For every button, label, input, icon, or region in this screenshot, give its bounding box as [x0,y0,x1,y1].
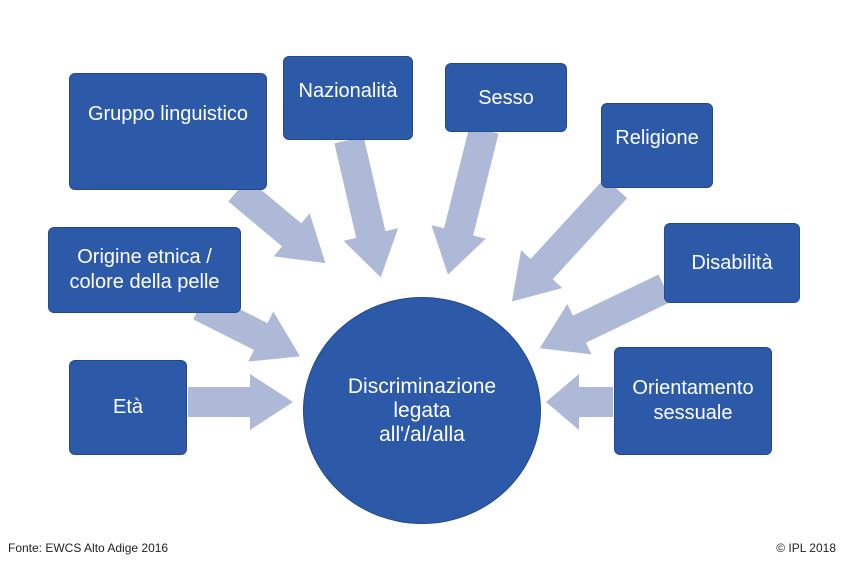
center-line3: all'/al/alla [379,422,465,446]
origine-label-line2: colore della pelle [69,271,220,293]
orientamento-label-line2: sessuale [653,402,733,424]
copyright-note: © IPL 2018 [776,541,836,555]
source-note: Fonte: EWCS Alto Adige 2016 [8,541,169,555]
eta-label: Età [112,396,144,418]
category-eta: Età [69,360,187,455]
center-line1: Discriminazione [347,374,497,398]
category-disabilita: Disabilità [664,223,800,303]
arrow-sesso [431,126,499,275]
category-nazionalita: Nazionalità [283,56,413,140]
arrow-disabilita [539,274,672,355]
category-origine-etnica: Origine etnica / colore della pelle [48,227,241,313]
central-discrimination-circle: Discriminazione legata all'/al/alla [303,297,541,524]
religione-label: Religione [615,127,699,149]
orientamento-label-line1: Orientamento [632,377,754,399]
category-sesso: Sesso [445,63,567,132]
arrow-religione [511,177,628,302]
category-gruppo-linguistico: Gruppo linguistico [69,73,267,190]
origine-label-line1: Origine etnica / [77,246,212,268]
gruppo-linguistico-label: Gruppo linguistico [87,103,249,125]
arrow-eta [188,374,293,430]
nazionalita-label: Nazionalità [298,80,398,102]
disabilita-label: Disabilità [691,251,773,274]
arrow-gruppo-linguistico [228,178,326,264]
arrow-nazionalita [334,136,399,278]
category-orientamento-sessuale: Orientamento sessuale [614,347,772,455]
arrow-orientamento [546,374,613,430]
sesso-label: Sesso [478,87,534,109]
center-line2: legata [393,398,451,422]
category-religione: Religione [601,103,713,188]
